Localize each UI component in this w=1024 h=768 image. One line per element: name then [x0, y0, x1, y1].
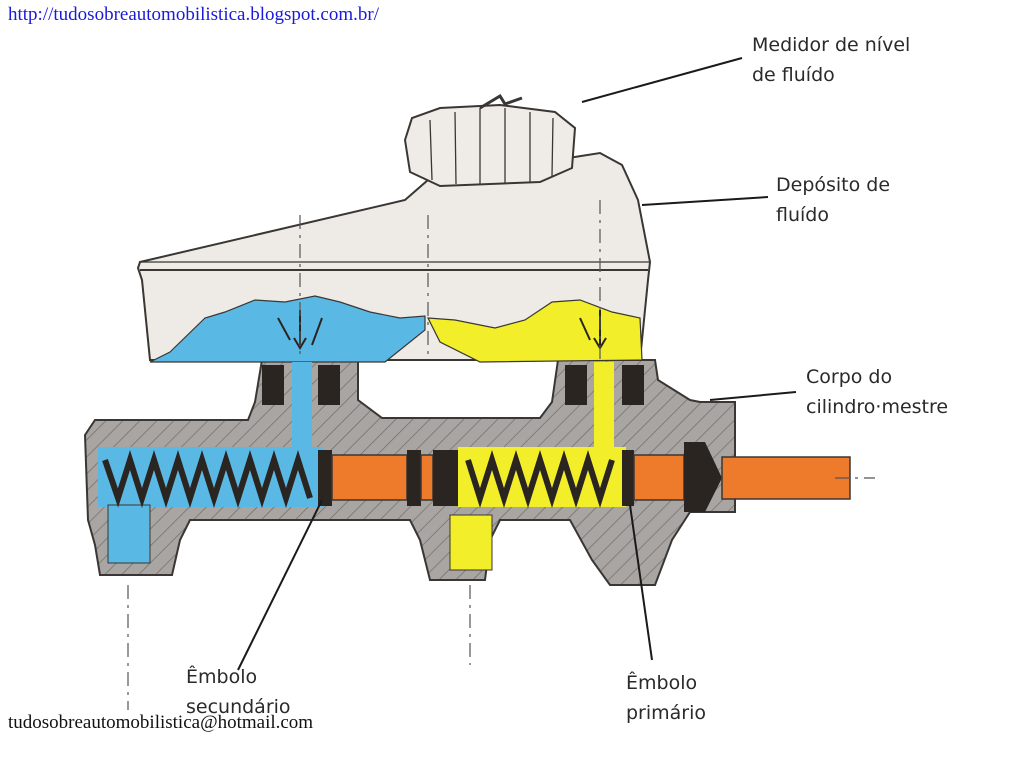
secondary-grommet-left	[262, 365, 284, 405]
push-rod	[721, 456, 851, 500]
label-line: secundário	[186, 696, 291, 718]
secondary-piston-seal-rear	[407, 450, 421, 506]
source-url[interactable]: http://tudosobreautomobilistica.blogspot…	[8, 4, 379, 25]
primary-piston	[633, 454, 685, 501]
primary-piston-rear-seal	[684, 442, 722, 512]
label-line: Corpo do	[806, 366, 893, 388]
label-line: cilindro·mestre	[806, 396, 949, 418]
primary-piston-seal-front	[622, 450, 634, 506]
primary-fluid-chamber	[426, 299, 643, 363]
label-secondary-piston: Êmbolo secundário	[186, 662, 291, 722]
label-cylinder-body: Corpo do cilindro·mestre	[806, 362, 948, 422]
secondary-feed-port	[292, 362, 312, 460]
leader-lines	[237, 57, 797, 671]
label-line: Êmbolo	[626, 672, 698, 694]
secondary-piston-seal-front	[318, 450, 332, 506]
label-line: Medidor de nível	[752, 34, 911, 56]
primary-outlet	[449, 514, 493, 571]
label-primary-piston: Êmbolo primário	[626, 668, 706, 728]
centre-lines	[127, 200, 875, 710]
label-line: de fluído	[752, 64, 835, 86]
secondary-piston	[331, 454, 408, 501]
secondary-grommet-right	[318, 365, 340, 405]
secondary-fluid-chamber	[149, 295, 426, 363]
label-line: primário	[626, 702, 707, 724]
label-line: Depósito de	[776, 174, 891, 196]
label-line: fluído	[776, 204, 829, 226]
primary-grommet-right	[622, 365, 644, 405]
level-sensor-lever	[479, 93, 523, 110]
middle-piston-section	[420, 454, 434, 501]
label-fluid-reservoir: Depósito de fluído	[776, 170, 890, 230]
label-line: Êmbolo	[186, 666, 258, 688]
primary-spring	[465, 450, 615, 508]
middle-seal	[433, 450, 458, 506]
filler-cap	[403, 103, 577, 188]
secondary-outlet	[107, 504, 151, 564]
secondary-spring	[102, 450, 313, 508]
contact-email[interactable]: tudosobreautomobilistica@hotmail.com	[8, 712, 314, 733]
primary-feed-port	[594, 362, 614, 452]
label-fluid-level-gauge: Medidor de nível de fluído	[752, 30, 910, 90]
primary-grommet-left	[565, 365, 587, 405]
cap-ribs	[429, 108, 554, 185]
